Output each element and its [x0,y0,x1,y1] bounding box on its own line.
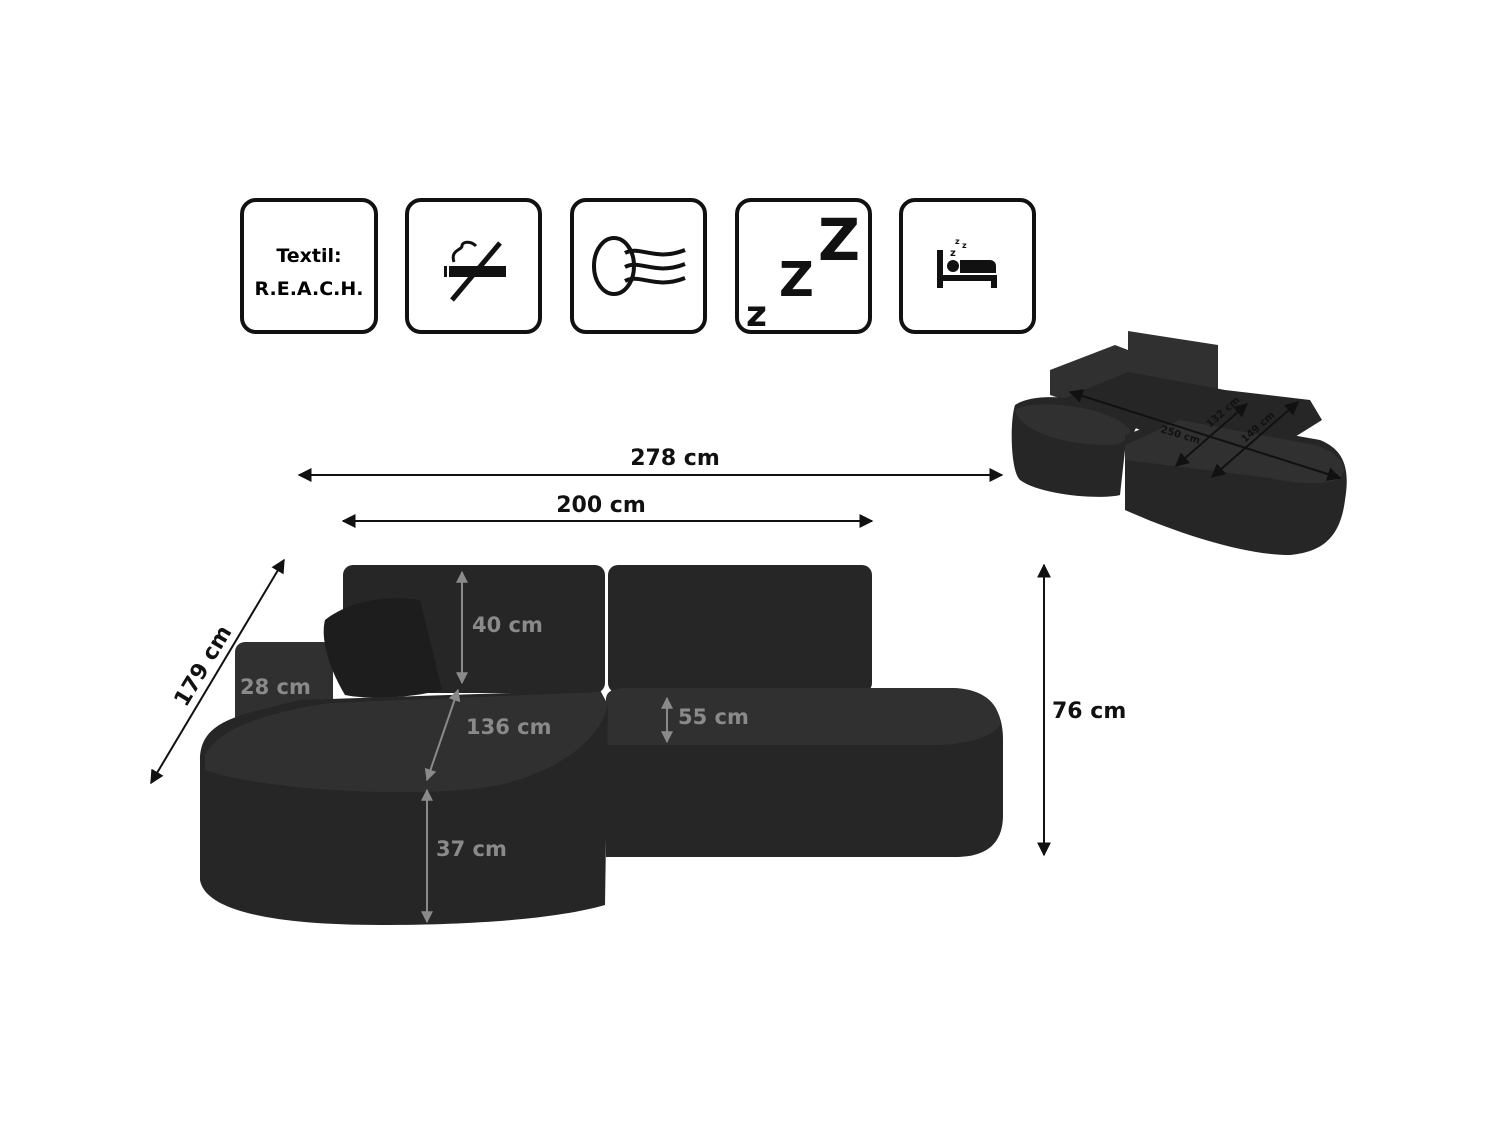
armrest-width-label: 28 cm [240,675,311,699]
feature-badge-textile: Textil: R.E.A.C.H. [240,198,378,334]
height-label: 76 cm [1052,699,1126,724]
seat-height-label: 37 cm [436,837,507,861]
svg-text:z: z [746,294,767,335]
reach-label: R.E.A.C.H. [255,278,364,300]
svg-text:z: z [955,237,960,246]
backrest-height-label: 40 cm [472,613,543,637]
air-breathable-icon [570,198,707,334]
svg-text:Z: Z [818,206,860,274]
svg-text:z: z [950,248,956,259]
sofa-main-image [200,565,1003,925]
no-smoking-icon [405,198,542,334]
svg-text:z: z [962,241,967,250]
bed-sleep-function-icon: z z z [899,198,1036,334]
total-width-label: 278 cm [630,446,720,471]
seat-depth-height-label: 55 cm [678,705,749,729]
chaise-length-label: 136 cm [466,715,551,739]
sofa-bed-thumbnail: 250 cm 132 cm 149 cm [1011,331,1347,555]
depth-label: 179 cm [170,621,238,711]
textile-label: Textil: [276,245,341,267]
seat-width-label: 200 cm [556,493,646,518]
svg-text:Z: Z [779,252,814,308]
sleep-zzz-icon: z Z Z [735,198,872,335]
